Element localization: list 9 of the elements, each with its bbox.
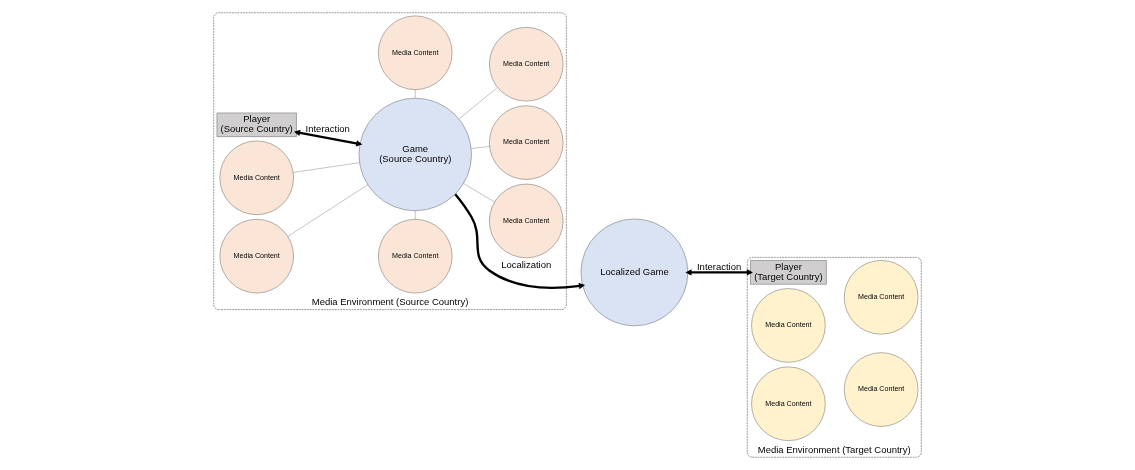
edge-label: Interaction (697, 260, 742, 272)
arrow (294, 129, 363, 147)
arrow (685, 269, 753, 276)
node-circle: Game (Source Country) (358, 97, 472, 211)
arrow (454, 193, 586, 290)
node-box: Player (Source Country) (216, 112, 297, 137)
edge-label: Interaction (305, 122, 350, 134)
edge-label: Localization (501, 258, 552, 270)
node-box: Player (Target Country) (750, 260, 827, 285)
